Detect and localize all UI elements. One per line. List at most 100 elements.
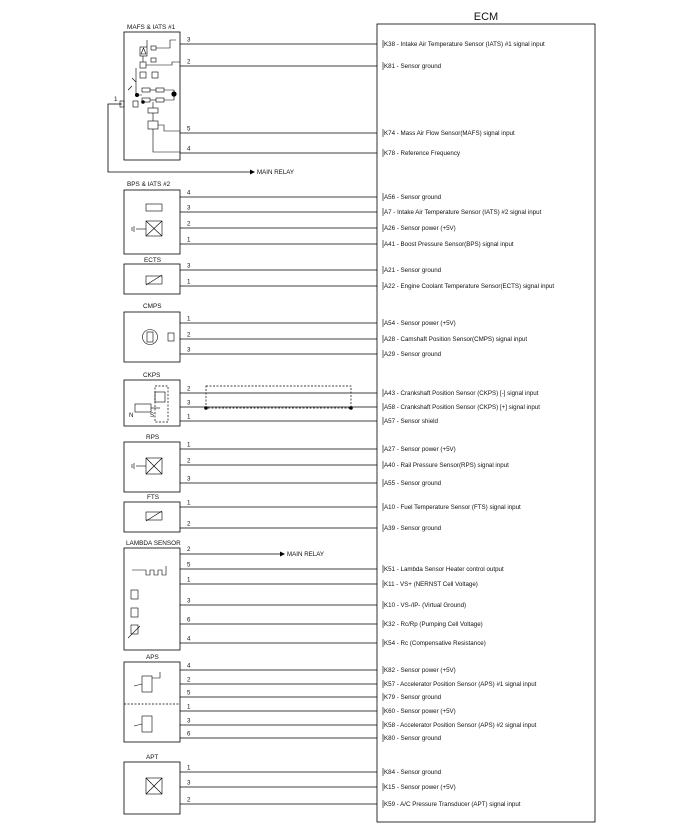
pin-number: 5	[187, 690, 191, 697]
ecm-pin-label: A7 - Intake Air Temperature Sensor (IATS…	[384, 209, 542, 216]
pin-number: 4	[187, 636, 191, 643]
ecm-block	[376, 23, 596, 823]
component-boxes	[123, 31, 181, 815]
ecm-pin-label: K38 - Intake Air Temperature Sensor (IAT…	[384, 41, 545, 48]
ecm-pin-label: A22 - Engine Coolant Temperature Sensor(…	[384, 283, 554, 290]
ecm-pin-label: A10 - Fuel Temperature Sensor (FTS) sign…	[384, 504, 521, 511]
ects-label: ECTS	[144, 257, 161, 264]
cmps-internal	[142, 329, 175, 345]
ckps-internal: N S	[129, 385, 169, 423]
relay-label-2: MAIN RELAY	[287, 551, 324, 558]
ecm-pin-label: K80 - Sensor ground	[384, 735, 442, 742]
pin-number: 2	[187, 221, 191, 228]
relay-label-1: MAIN RELAY	[257, 169, 294, 176]
lambda-internal	[127, 566, 167, 639]
fts-label: FTS	[147, 494, 159, 501]
pin-number: 1	[187, 704, 191, 711]
pin-number: 3	[187, 476, 191, 483]
mafs-label: MAFS & IATS #1	[127, 24, 176, 31]
ecm-pin-label: A21 - Sensor ground	[384, 267, 442, 274]
mafs-pin1-label: 1	[114, 96, 118, 103]
pin-number: 2	[187, 386, 191, 393]
ecm-pin-label: K82 - Sensor power (+5V)	[384, 667, 456, 674]
ecm-pin-label: A58 - Crankshaft Position Sensor (CKPS) …	[384, 404, 540, 411]
pin-number: 5	[187, 126, 191, 133]
ecm-pin-label: K79 - Sensor ground	[384, 694, 442, 701]
pin-number: 5	[187, 562, 191, 569]
pin-number: 6	[187, 731, 191, 738]
ecm-pin-label: A56 - Sensor ground	[384, 194, 442, 201]
pin-number: 2	[187, 677, 191, 684]
ckps-label: CKPS	[143, 372, 160, 379]
ecm-pin-label: A57 - Sensor shield	[384, 418, 439, 425]
ecm-pin-label: A43 - Crankshaft Position Sensor (CKPS) …	[384, 390, 539, 397]
pin-number: 3	[187, 780, 191, 787]
bps-label: BPS & IATS #2	[127, 181, 171, 188]
ecm-pin-label: K59 - A/C Pressure Transducer (APT) sign…	[384, 801, 521, 808]
cmps-label: CMPS	[143, 303, 161, 310]
pin-number: 1	[187, 316, 191, 323]
ecm-pin-label: K81 - Sensor ground	[384, 63, 442, 70]
pin-number: 3	[187, 347, 191, 354]
ecm-pin-label: A27 - Sensor power (+5V)	[384, 446, 456, 453]
aps-internal	[124, 672, 180, 733]
rps-internal	[131, 457, 163, 475]
bps-box	[123, 189, 181, 255]
pin-number: 3	[187, 598, 191, 605]
ecm-pin-label: K57 - Accelerator Position Sensor (APS) …	[384, 681, 537, 688]
pin-number: 2	[187, 797, 191, 804]
mafs-box	[123, 31, 181, 161]
pin-number: 3	[187, 205, 191, 212]
ckps-n-mark: N	[129, 412, 133, 419]
lambda-label: LAMBDA SENSOR	[126, 540, 181, 547]
pin-number: 3	[187, 400, 191, 407]
rps-label: RPS	[146, 434, 159, 441]
lambda-relay-route: 2 MAIN RELAY	[180, 546, 324, 558]
pin-number: 1	[187, 414, 191, 421]
ckps-shield	[204, 385, 353, 410]
rps-box	[123, 441, 181, 493]
apt-internal	[145, 777, 163, 795]
pin-number: 3	[187, 718, 191, 725]
pin-number: 1	[187, 500, 191, 507]
ecm-title: ECM	[474, 11, 498, 23]
ecm-pin-label: A40 - Rail Pressure Sensor(RPS) signal i…	[384, 462, 509, 469]
ecm-pin-label: A39 - Sensor ground	[384, 525, 442, 532]
pin-number: 1	[187, 237, 191, 244]
pin-number: 3	[187, 37, 191, 44]
pin-number: 1	[187, 765, 191, 772]
ecm-pin-label: K84 - Sensor ground	[384, 769, 442, 776]
ecm-pin-label: K60 - Sensor power (+5V)	[384, 708, 456, 715]
ecm-pin-label: A28 - Camshaft Position Sensor(CMPS) sig…	[384, 336, 527, 343]
ecm-pin-label: K54 - Rc (Compensative Resistance)	[384, 640, 486, 647]
ects-box	[123, 263, 181, 295]
mafs-relay-route: 1 MAIN RELAY	[107, 96, 294, 176]
ecm-pin-label: A26 - Sensor power (+5V)	[384, 225, 456, 232]
ecm-pin-label: K58 - Accelerator Position Sensor (APS) …	[384, 722, 537, 729]
ecm-pin-label: K51 - Lambda Sensor Heater control outpu…	[384, 566, 504, 573]
pin-number: 4	[187, 663, 191, 670]
ects-internal	[145, 274, 163, 286]
cmps-box	[123, 311, 181, 363]
pin-number: 1	[187, 577, 191, 584]
ecm-pin-label: A54 - Sensor power (+5V)	[384, 320, 456, 327]
pin-number: 1	[187, 442, 191, 449]
pin-number: 3	[187, 263, 191, 270]
mafs-internal	[119, 39, 180, 153]
apt-label: APT	[146, 754, 159, 761]
ecm-pin-label: K15 - Sensor power (+5V)	[384, 784, 456, 791]
ckps-s-mark: S	[150, 412, 154, 419]
ecm-pin-label: A55 - Sensor ground	[384, 480, 442, 487]
ecm-pin-label: A29 - Sensor ground	[384, 351, 442, 358]
ckps-box	[123, 379, 181, 427]
pin-number: 4	[187, 190, 191, 197]
bps-internal	[131, 203, 163, 237]
pin-number: 2	[187, 521, 191, 528]
ecm-pin-label: K74 - Mass Air Flow Sensor(MAFS) signal …	[384, 130, 515, 137]
ecm-pin-label: K10 - VS-/IP- (Virtual Ground)	[384, 602, 466, 609]
pin-number: 1	[187, 279, 191, 286]
fts-internal	[145, 510, 163, 522]
ecm-pin-label: A41 - Boost Pressure Sensor(BPS) signal …	[384, 241, 514, 248]
